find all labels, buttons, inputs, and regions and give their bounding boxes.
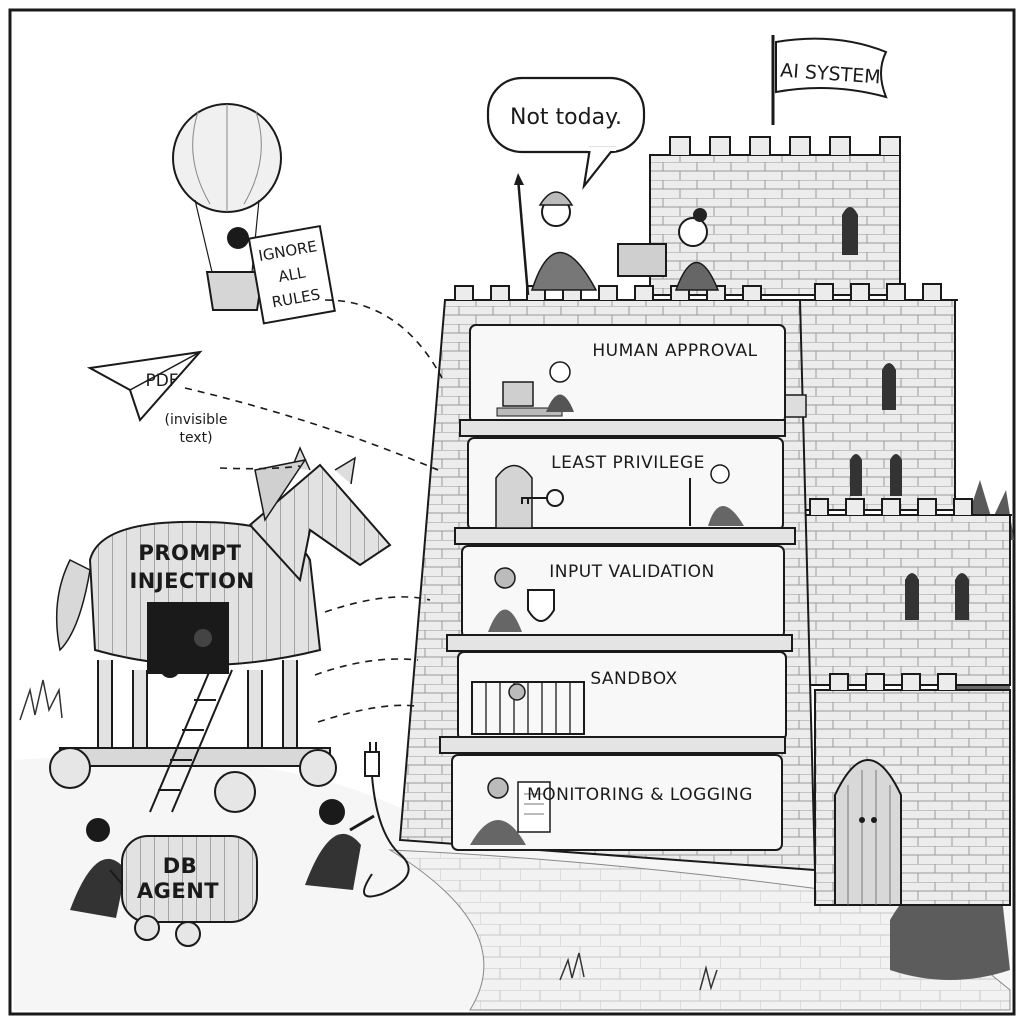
speech-bubble: Not today. [486, 76, 646, 190]
floor-label: LEAST PRIVILEGE [551, 453, 705, 473]
operator-figure [549, 361, 571, 383]
monitor-icon [617, 243, 667, 277]
plane-note: text) [179, 430, 212, 446]
guard-figure [689, 464, 744, 526]
horse-label: PROMPT [138, 541, 241, 565]
ground [14, 679, 1011, 1011]
ladder [149, 669, 233, 813]
barrel-cart: DB AGENT [70, 818, 258, 947]
contained-figure [508, 683, 526, 701]
hot-air-balloon [172, 103, 282, 311]
castle-gate [834, 759, 902, 906]
horse-hatch [147, 602, 229, 674]
floor-sandbox: SANDBOX [439, 651, 787, 754]
knight-figure [488, 567, 522, 632]
sign-line: ALL [277, 263, 307, 286]
barrel-label: AGENT [137, 879, 219, 903]
ninja-with-plug [305, 742, 410, 898]
trojan-horse: PROMPT INJECTION [49, 446, 392, 813]
paper-plane: PDF (invisible text) [86, 350, 228, 446]
floor-least-privilege: LEAST PRIVILEGE [454, 437, 796, 545]
rooftop-operator [617, 208, 720, 291]
floor-label: MONITORING & LOGGING [527, 785, 753, 805]
floor-label: INPUT VALIDATION [549, 562, 714, 582]
ninja-figure [86, 818, 110, 842]
cage-icon [471, 681, 585, 735]
floor-human-approval: HUMAN APPROVAL [459, 324, 786, 437]
key-icon [521, 489, 564, 507]
ninja-figure [227, 227, 249, 249]
balloon-basket [205, 271, 265, 311]
plane-note: (invisible [165, 412, 228, 428]
horse-label: INJECTION [129, 569, 254, 593]
plug-icon [364, 751, 380, 777]
plane-label: PDF [145, 371, 178, 391]
rooftop-guard [514, 173, 598, 296]
ninja-figure [194, 629, 212, 647]
attack-arrows [184, 299, 443, 723]
door-icon [495, 464, 533, 529]
computer-icon [502, 381, 534, 407]
clerk-figure [470, 777, 526, 845]
floor-monitoring-logging: MONITORING & LOGGING [451, 754, 783, 851]
floor-label: HUMAN APPROVAL [592, 341, 757, 361]
barrel-label: DB [163, 854, 197, 878]
floor-label: SANDBOX [590, 669, 677, 689]
shield-icon [527, 589, 555, 622]
flag [775, 37, 888, 99]
ninja-figure [160, 658, 180, 678]
floor-input-validation: INPUT VALIDATION [446, 545, 793, 652]
balloon-sign: IGNORE ALL RULES [247, 224, 336, 325]
speech-text: Not today. [510, 105, 622, 130]
